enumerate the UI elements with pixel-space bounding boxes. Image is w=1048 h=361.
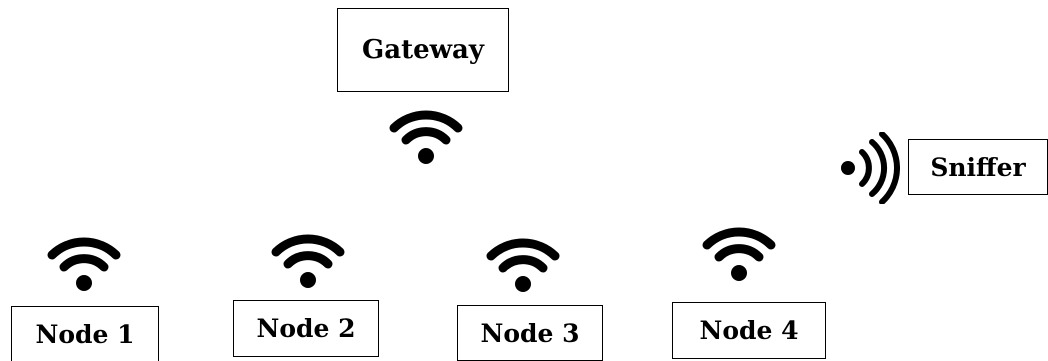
sniffer-label: Sniffer: [930, 152, 1026, 182]
node-3-wifi-icon: [485, 234, 561, 294]
node-2-wifi-icon: [270, 230, 346, 290]
node-1-label: Node 1: [35, 319, 135, 349]
node-4-wifi-icon: [701, 223, 777, 283]
sniffer-radio-waves-icon: [838, 132, 900, 204]
gateway-wifi-icon: [388, 106, 464, 166]
node-3-label: Node 3: [480, 318, 580, 348]
node-3-box: Node 3: [457, 305, 603, 361]
node-1-wifi-icon: [46, 233, 122, 293]
gateway-label: Gateway: [362, 35, 484, 65]
node-2-box: Node 2: [233, 300, 379, 357]
sniffer-box: Sniffer: [908, 139, 1048, 195]
gateway-box: Gateway: [337, 8, 509, 92]
node-1-box: Node 1: [11, 306, 159, 361]
node-2-label: Node 2: [256, 314, 356, 343]
node-4-label: Node 4: [699, 316, 799, 345]
node-4-box: Node 4: [672, 302, 826, 359]
